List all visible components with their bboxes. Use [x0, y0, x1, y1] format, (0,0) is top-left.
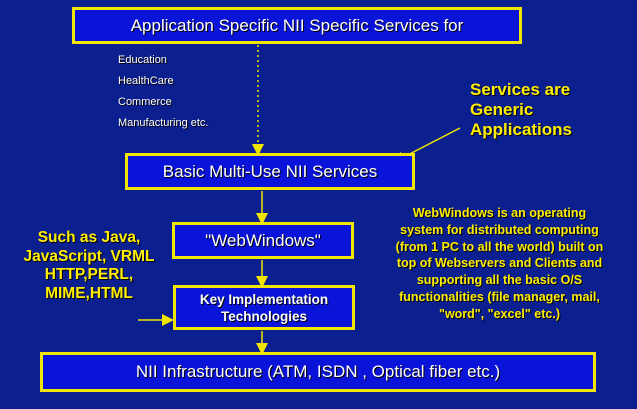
webwindows-label: "WebWindows": [205, 230, 321, 250]
note-line: JavaScript, VRML: [23, 247, 155, 265]
note-line: Generic: [470, 100, 534, 119]
note-line: MIME,HTML: [45, 284, 133, 302]
technologies-examples-note: Such as Java, JavaScript, VRML HTTP,PERL…: [0, 229, 178, 303]
note-line: system for distributed computing: [400, 222, 599, 237]
list-item: Commerce: [118, 96, 172, 108]
generic-services-note: Services are Generic Applications: [470, 80, 572, 140]
note-line: supporting all the basic O/S: [416, 273, 583, 288]
note-line: "word", "excel" etc.): [439, 306, 560, 321]
basic-services-label: Basic Multi-Use NII Services: [162, 161, 378, 181]
basic-services-box: Basic Multi-Use NII Services: [125, 153, 415, 190]
note-line: (from 1 PC to all the world) built on: [395, 239, 604, 254]
list-item: HealthCare: [118, 75, 174, 87]
key-technologies-box: Key Implementation Technologies: [173, 285, 355, 330]
list-item: Education: [118, 54, 167, 66]
note-line: functionalities (file manager, mail,: [399, 289, 600, 304]
key-technologies-label-line2: Technologies: [220, 308, 307, 324]
webwindows-box: "WebWindows": [172, 222, 354, 259]
note-line: Services are: [470, 80, 571, 99]
application-list: Education HealthCare Commerce Manufactur…: [118, 50, 209, 134]
infrastructure-label: NII Infrastructure (ATM, ISDN , Optical …: [135, 362, 501, 381]
note-line: WebWindows is an operating: [412, 206, 587, 220]
webwindows-description-note: WebWindows is an operating system for di…: [362, 205, 637, 323]
infrastructure-box: NII Infrastructure (ATM, ISDN , Optical …: [40, 352, 596, 392]
application-services-box: Application Specific NII Specific Servic…: [72, 7, 522, 44]
key-technologies-label-line1: Key Implementation: [199, 291, 329, 307]
note-line: Such as Java,: [37, 229, 141, 246]
application-services-label: Application Specific NII Specific Servic…: [130, 15, 464, 35]
note-line: HTTP,PERL,: [44, 266, 134, 283]
note-line: top of Webservers and Clients and: [396, 256, 603, 271]
list-item: Manufacturing etc.: [118, 117, 209, 129]
note-line: Applications: [470, 120, 573, 139]
